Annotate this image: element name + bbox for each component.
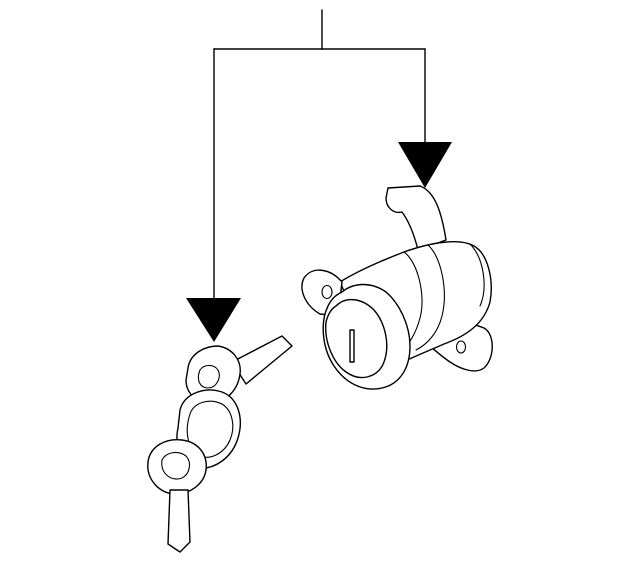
- cylinder-face: [325, 299, 388, 379]
- upper-key-blade: [231, 335, 293, 385]
- left-ear-hole: [321, 284, 333, 300]
- lower-key-blade: [167, 489, 191, 553]
- arrow-lock-cylinder-icon: [398, 142, 452, 188]
- callout-leader: [213, 9, 426, 301]
- lower-key-head: [147, 439, 207, 495]
- cylinder-lever: [385, 185, 447, 251]
- arrow-key-set-icon: [186, 298, 241, 342]
- keyway-slot: [349, 329, 355, 363]
- key-set: [147, 335, 293, 553]
- right-ear-hole: [455, 340, 467, 354]
- lock-cylinder: [301, 185, 493, 390]
